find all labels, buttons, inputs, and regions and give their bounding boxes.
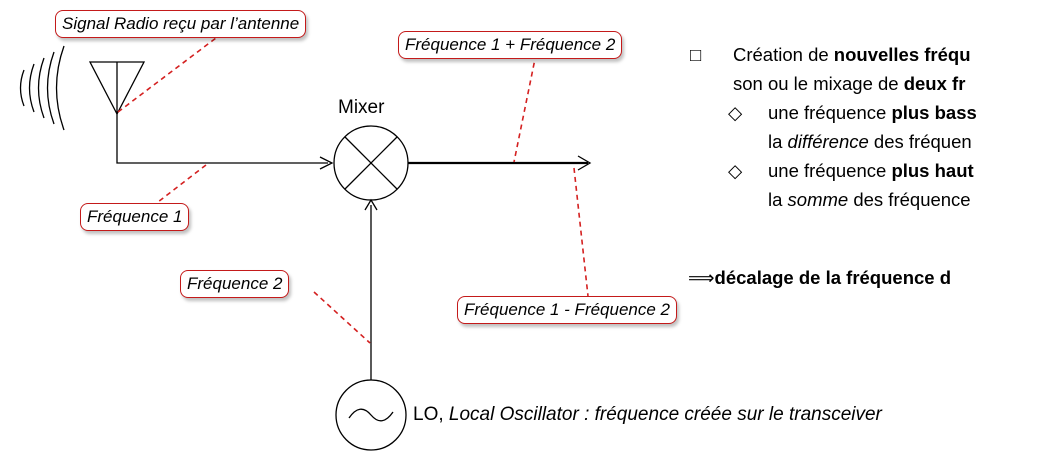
lo-label: LO, Local Oscillator : fréquence créée s… [413,404,882,426]
signal-path [116,114,328,164]
antenna-icon [88,61,146,116]
conclusion-text: décalage de la fréquence d [714,267,952,288]
callout-freq1: Fréquence 1 [80,203,190,231]
sub-item-2-line-2: la somme des fréquence [690,185,977,214]
item-1-bold: nouvelles fréqu [833,44,971,65]
oscillator-icon [335,379,407,451]
diamond-marker: ◇ [728,102,743,123]
sub-1-line2-pre: la [768,131,788,152]
callout-freq-diff: Fréquence 1 - Fréquence 2 [457,296,678,324]
sub-2-line2-pre: la [768,189,788,210]
sub-2-bold: plus haut [891,160,974,181]
lo-abbr: LO, [413,404,444,425]
conclusion-line: ⟹décalage de la fréquence d [688,267,951,289]
sub-1-line2-post: des fréquen [868,131,972,152]
sub-2-line2-post: des fréquence [848,189,971,210]
callout-signal: Signal Radio reçu par l’antenne [55,10,307,38]
leader-lines [117,37,589,344]
square-marker: □ [690,44,702,65]
item-1-line-2: son ou le mixage de deux fr [690,69,977,98]
arrow-from-lo [364,198,378,211]
radio-waves [19,45,65,131]
sub-item-1-line-1: ◇ une fréquence plus bass [690,98,977,127]
item-1-line-1: □ Création de nouvelles fréqu [690,40,977,69]
explanation-text: □ Création de nouvelles fréqu son ou le … [690,40,977,214]
item-1-line2-pre: son ou le mixage de [733,73,904,94]
sub-1-bold: plus bass [891,102,977,123]
item-1-pre: Création de [733,44,834,65]
callout-freq2: Fréquence 2 [180,270,290,298]
mixer-label: Mixer [338,97,385,118]
lo-description: Local Oscillator : fréquence créée sur l… [448,404,882,425]
sub-item-2-line-1: ◇ une fréquence plus haut [690,156,977,185]
callout-freq-sum: Fréquence 1 + Fréquence 2 [398,31,623,59]
mixer-symbol [333,125,409,201]
output-arrow [577,155,592,171]
implies-arrow: ⟹ [688,267,715,288]
item-1-line2-bold: deux fr [903,73,966,94]
sub-2-line2-ital: somme [787,189,849,210]
sub-1-line2-ital: différence [787,131,869,152]
arrow-to-mixer [319,156,334,170]
diamond-marker: ◇ [728,160,743,181]
sub-1-pre: une fréquence [768,102,892,123]
sub-2-pre: une fréquence [768,160,892,181]
sub-item-1-line-2: la différence des fréquen [690,127,977,156]
